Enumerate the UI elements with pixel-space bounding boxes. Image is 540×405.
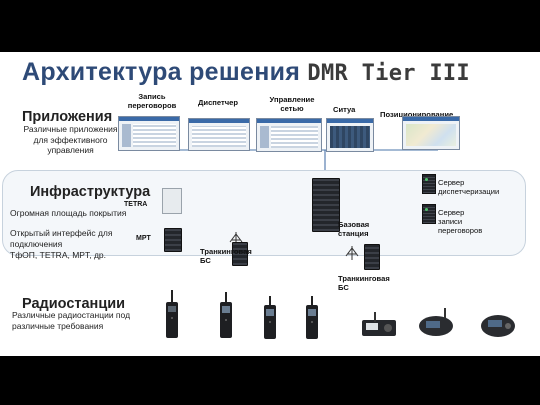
app-screenshot-recording <box>118 116 180 151</box>
tetra-label: TETRA <box>124 201 148 208</box>
mpt-label: MPT <box>136 235 151 242</box>
slide: Архитектура решения DMR Tier III Приложе… <box>0 52 540 356</box>
base-station-label: Базовая станция <box>338 220 370 238</box>
handheld-radio-icon <box>264 296 276 339</box>
trunk-bs-left <box>232 242 248 266</box>
radios-heading: Радиостанции <box>22 296 126 312</box>
applications-heading: Приложения <box>22 109 113 125</box>
title-product: DMR Tier III <box>307 61 470 86</box>
antenna-icon <box>345 246 359 260</box>
app-screenshot-situation <box>326 118 374 152</box>
mpt-gateway <box>164 228 182 252</box>
mobile-radio-icon <box>419 308 453 336</box>
handheld-radio-icon <box>306 296 318 339</box>
dispatch-server <box>422 174 436 194</box>
record-server <box>422 204 436 224</box>
radios-description: Различные радиостанции под различные тре… <box>12 310 131 331</box>
infrastructure-panel <box>2 170 526 256</box>
app-label-recording: Запись переговоров <box>127 92 177 110</box>
page-title: Архитектура решения DMR Tier III <box>22 58 470 86</box>
app-label-network-management: Управление сетью <box>269 95 315 113</box>
core-switch-cabinet <box>312 178 340 232</box>
dispatch-server-label: Сервер диспетчеризации <box>438 178 500 196</box>
mobile-radio-icon <box>481 315 515 337</box>
trunk-bs-right-label: Транкинговая БС <box>338 274 390 292</box>
infrastructure-line-2: Открытый интерфейс для подключения <box>10 228 113 249</box>
app-screenshot-dispatcher <box>188 118 250 151</box>
trunk-bs-right <box>364 244 380 270</box>
mobile-radio-icon <box>362 312 396 336</box>
app-label-positioning: Позиционирование <box>380 110 454 119</box>
app-label-situation: Ситуа <box>333 105 356 114</box>
tetra-gateway <box>162 188 182 214</box>
handheld-radio-icon <box>220 292 232 338</box>
app-screenshot-network-management <box>256 118 322 152</box>
app-screenshot-positioning <box>402 116 460 150</box>
record-server-label: Сервер записи переговоров <box>438 208 483 235</box>
trunk-bs-left-label: Транкинговая БС <box>200 247 252 265</box>
applications-description: Различные приложения для эффективного уп… <box>23 124 118 155</box>
infrastructure-line-3: ТфОП, TETRA, MPT, др. <box>10 250 106 260</box>
infrastructure-heading: Инфраструктура <box>30 184 151 200</box>
app-label-dispatcher: Диспетчер <box>198 98 239 107</box>
handheld-radio-icon <box>166 290 178 338</box>
infrastructure-line-1: Огромная площадь покрытия <box>10 208 127 218</box>
